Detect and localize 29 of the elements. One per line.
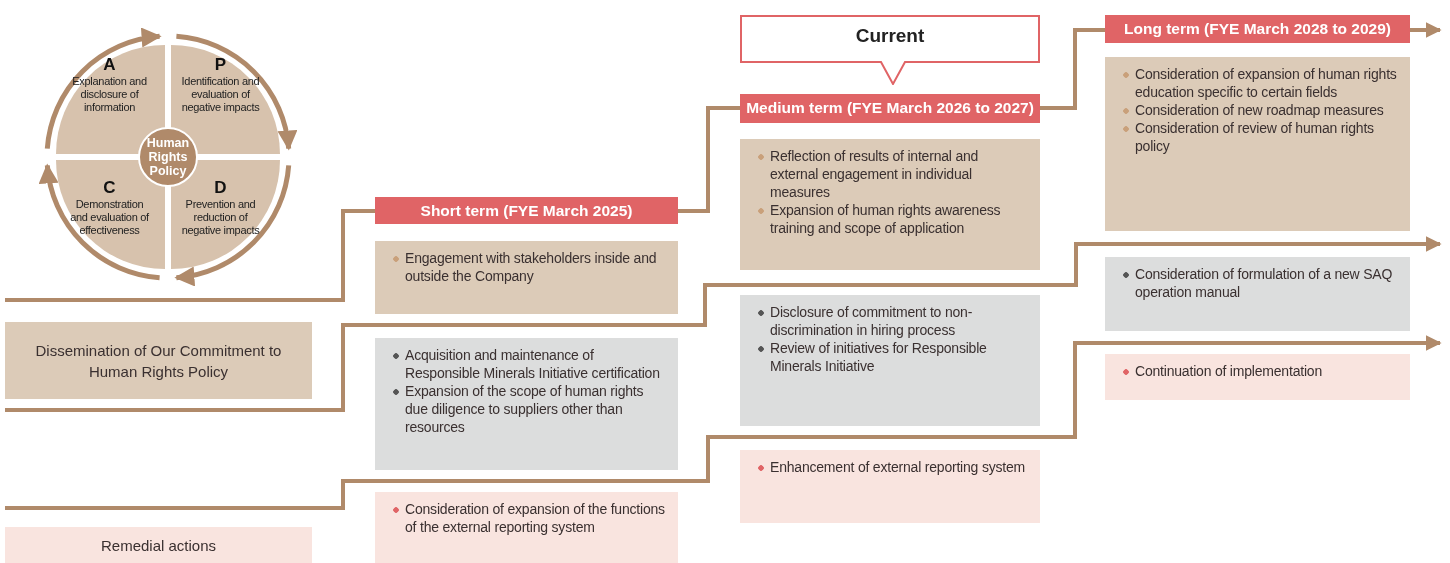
cycle-arrow bbox=[44, 28, 162, 149]
quadrant-letter: P bbox=[213, 55, 228, 75]
cycle-arrow bbox=[39, 163, 160, 281]
note-card bbox=[740, 295, 1040, 426]
quadrant-description: Demonstration and evaluation of effectiveness bbox=[69, 198, 150, 237]
category-box: Dissemination of Our Commitment to Human Rights Policy bbox=[5, 322, 312, 399]
quadrant-letter: D bbox=[213, 178, 228, 198]
quadrant-letter: A bbox=[102, 55, 117, 75]
quadrant-letter: C bbox=[102, 178, 117, 198]
phase-header: Medium term (FYE March 2026 to 2027) bbox=[740, 94, 1040, 123]
note-card bbox=[1105, 354, 1410, 400]
phase-header: Long term (FYE March 2028 to 2029) bbox=[1105, 15, 1410, 43]
category-box: Remedial actions bbox=[5, 527, 312, 563]
quadrant-description: Explanation and disclosure of information bbox=[71, 75, 148, 114]
note-card bbox=[375, 338, 678, 470]
callout-text: Current bbox=[854, 25, 926, 47]
phase-header: Short term (FYE March 2025) bbox=[375, 197, 678, 224]
bullet-item: Consideration of expansion of the functions of the external reporting system bbox=[393, 500, 668, 536]
quadrant-description: Identification and evaluation of negative impacts bbox=[180, 75, 261, 114]
cycle-arrow bbox=[174, 165, 292, 286]
quadrant-description: Prevention and reduction of negative impacts bbox=[180, 198, 261, 237]
note-card bbox=[740, 450, 1040, 523]
note-card bbox=[1105, 57, 1410, 231]
note-card bbox=[375, 241, 678, 314]
note-card bbox=[740, 139, 1040, 270]
bullet-item: Consideration of expansion of human rights education specific to certain fields bbox=[1123, 65, 1400, 101]
note-card bbox=[375, 492, 678, 563]
cycle-arrow bbox=[176, 33, 297, 151]
note-card bbox=[1105, 257, 1410, 331]
